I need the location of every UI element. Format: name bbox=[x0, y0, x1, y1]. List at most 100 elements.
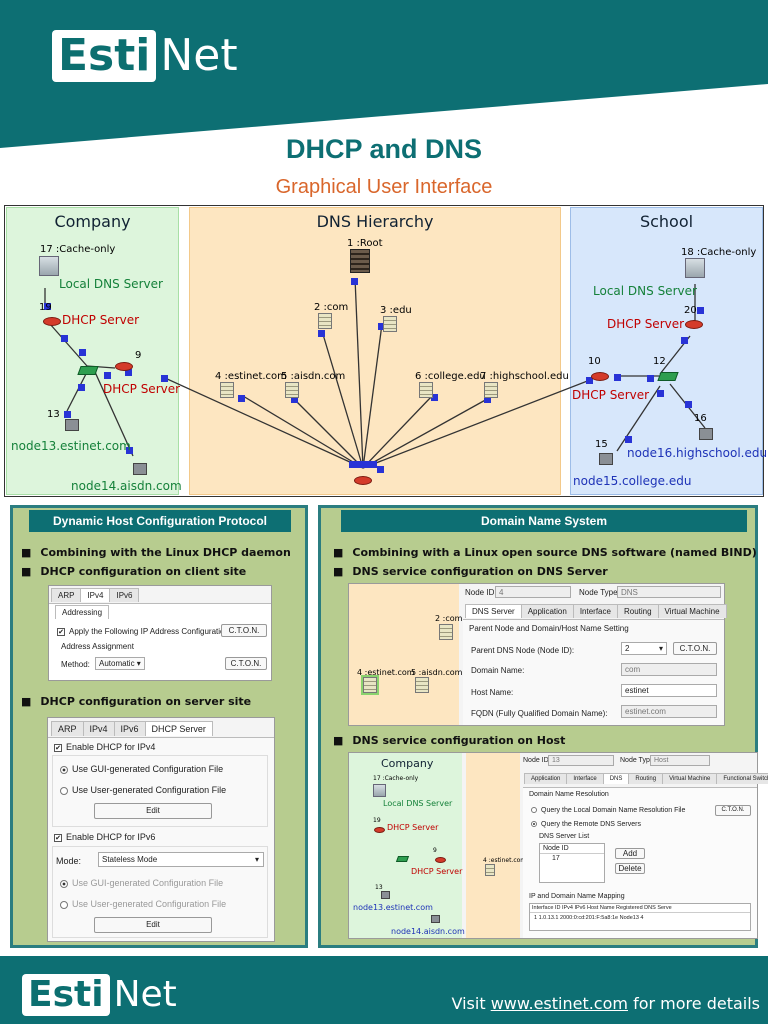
host-node-id-field[interactable]: 13 bbox=[548, 755, 614, 766]
host-13-icon bbox=[65, 419, 79, 431]
dns-panel: Domain Name System Combining with a Linu… bbox=[318, 505, 768, 948]
dhcp-router-10-icon bbox=[591, 372, 609, 381]
school-region: School bbox=[570, 207, 763, 495]
node-type-field[interactable]: DNS bbox=[617, 586, 721, 598]
edit-ipv6-button[interactable]: Edit bbox=[94, 917, 212, 933]
dhcp-panel-header: Dynamic Host Configuration Protocol bbox=[29, 510, 291, 532]
tab-arp-server[interactable]: ARP bbox=[51, 721, 84, 736]
header-banner bbox=[0, 0, 768, 148]
cton-button-dns-host[interactable]: C.T.O.N. bbox=[715, 805, 751, 816]
fqdn-field[interactable]: estinet.com bbox=[621, 705, 717, 718]
footer-banner bbox=[0, 956, 768, 1024]
tab-virtual-machine[interactable]: Virtual Machine bbox=[657, 604, 727, 618]
switch-left-icon bbox=[77, 366, 99, 375]
dhcp-server-label-right: DHCP Server bbox=[607, 317, 685, 331]
dns-edu-icon bbox=[383, 316, 397, 332]
tab-interface[interactable]: Interface bbox=[572, 604, 618, 618]
cache-server-18-icon bbox=[685, 258, 705, 278]
tab-host-routing[interactable]: Routing bbox=[628, 773, 664, 784]
parent-dns-select[interactable]: 2▾ bbox=[621, 642, 667, 655]
tab-ipv6[interactable]: IPv6 bbox=[109, 588, 140, 602]
school-region-title: School bbox=[639, 212, 694, 231]
delete-dns-button[interactable]: Delete bbox=[615, 863, 645, 874]
tab-ipv4-server[interactable]: IPv4 bbox=[82, 721, 115, 736]
tab-arp[interactable]: ARP bbox=[51, 588, 82, 602]
cton-button-client-2[interactable]: C.T.O.N. bbox=[225, 657, 267, 670]
node-id-field[interactable]: 4 bbox=[495, 586, 571, 598]
tab-dhcp-server[interactable]: DHCP Server bbox=[144, 721, 213, 736]
edit-ipv4-button[interactable]: Edit bbox=[94, 803, 212, 819]
user-config-ipv4-radio[interactable]: Use User-generated Configuration File bbox=[60, 785, 226, 795]
dhcp-router-20-icon bbox=[685, 320, 703, 329]
cton-button-dns-server[interactable]: C.T.O.N. bbox=[673, 642, 717, 655]
tab-ipv6-server[interactable]: IPv6 bbox=[113, 721, 146, 736]
dhcp-bullet-2: DHCP configuration on client site bbox=[21, 565, 246, 578]
host-14-icon bbox=[133, 463, 147, 475]
tab-host-dns[interactable]: DNS bbox=[602, 773, 630, 784]
tab-application[interactable]: Application bbox=[520, 604, 574, 618]
tab-host-interface[interactable]: Interface bbox=[566, 773, 604, 784]
dns-hierarchy-region: DNS Hierarchy bbox=[189, 207, 561, 495]
tab-ipv4[interactable]: IPv4 bbox=[80, 588, 111, 602]
enable-ipv6-checkbox[interactable]: ✔Enable DHCP for IPv6 bbox=[54, 832, 156, 842]
tab-dns-server[interactable]: DNS Server bbox=[465, 604, 522, 618]
dhcp-bullet-3: DHCP configuration on server site bbox=[21, 695, 251, 708]
dns-bullet-1: Combining with a Linux open source DNS s… bbox=[333, 546, 756, 559]
dns-college-icon bbox=[419, 382, 433, 398]
method-select[interactable]: Automatic ▾ bbox=[95, 657, 145, 670]
dhcp-server-label-left: DHCP Server bbox=[62, 313, 140, 327]
gui-config-ipv4-radio[interactable]: Use GUI-generated Configuration File bbox=[60, 764, 223, 774]
subtab-addressing[interactable]: Addressing bbox=[55, 605, 110, 619]
dhcp-bullet-1: Combining with the Linux DHCP daemon bbox=[21, 546, 290, 559]
host-16-icon bbox=[699, 428, 713, 440]
dns-server-list[interactable]: Node ID 17 bbox=[539, 843, 605, 883]
local-dns-label-right: Local DNS Server bbox=[593, 284, 697, 298]
dns-estinet-icon bbox=[220, 382, 234, 398]
query-remote-radio[interactable]: Query the Remote DNS Servers bbox=[531, 821, 641, 828]
page-title: DHCP and DNS bbox=[285, 134, 483, 164]
core-router-icon bbox=[354, 476, 372, 485]
page-subtitle: Graphical User Interface bbox=[275, 176, 493, 198]
host-node-type-field[interactable]: Host bbox=[650, 755, 710, 766]
dns-com-icon bbox=[318, 313, 332, 329]
tab-host-application[interactable]: Application bbox=[524, 773, 568, 784]
ip-domain-mapping-table[interactable]: Interface ID IPv4 IPv6 Host Name Registe… bbox=[529, 903, 751, 931]
node16-label: node16.highschool.edu bbox=[627, 446, 768, 460]
apply-ip-checkbox[interactable]: ✔Apply the Following IP Address Configur… bbox=[57, 627, 229, 636]
cache-server-17-icon bbox=[39, 256, 59, 276]
tab-host-functional-switch[interactable]: Functional Switch bbox=[716, 773, 768, 784]
node14-label: node14.aisdn.com bbox=[71, 479, 182, 493]
dhcp-panel: Dynamic Host Configuration Protocol Comb… bbox=[10, 505, 308, 948]
domain-name-field[interactable]: com bbox=[621, 663, 717, 676]
dns-panel-header: Domain Name System bbox=[341, 510, 747, 532]
dns-bullet-3: DNS service configuration on Host bbox=[333, 734, 565, 747]
gui-config-ipv6-radio[interactable]: Use GUI-generated Configuration File bbox=[60, 878, 223, 888]
mode-select[interactable]: Stateless Mode▾ bbox=[98, 852, 264, 867]
tab-routing[interactable]: Routing bbox=[616, 604, 659, 618]
estinet-website-link[interactable]: www.estinet.com bbox=[490, 994, 628, 1013]
dhcp-router-9-icon bbox=[115, 362, 133, 371]
dns-bullet-2: DNS service configuration on DNS Server bbox=[333, 565, 607, 578]
tab-host-virtual-machine[interactable]: Virtual Machine bbox=[662, 773, 718, 784]
host-name-field[interactable]: estinet bbox=[621, 684, 717, 697]
visit-text: Visit www.estinet.com for more details bbox=[451, 994, 761, 1013]
dns-host-screenshot: Company 17 :Cache-only Local DNS Server … bbox=[348, 752, 768, 939]
switch-right-icon bbox=[657, 372, 679, 381]
node15-label: node15.college.edu bbox=[573, 474, 692, 488]
dns-aisdn-icon bbox=[285, 382, 299, 398]
cton-button-client-1[interactable]: C.T.O.N. bbox=[221, 624, 267, 637]
enable-ipv4-checkbox[interactable]: ✔Enable DHCP for IPv4 bbox=[54, 742, 156, 752]
user-config-ipv6-radio[interactable]: Use User-generated Configuration File bbox=[60, 899, 226, 909]
host-15-icon bbox=[599, 453, 613, 465]
add-dns-button[interactable]: Add bbox=[615, 848, 645, 859]
company-region: Company bbox=[6, 207, 179, 495]
local-dns-label-left: Local DNS Server bbox=[59, 277, 163, 291]
query-local-radio[interactable]: Query the Local Domain Name Resolution F… bbox=[531, 807, 685, 814]
